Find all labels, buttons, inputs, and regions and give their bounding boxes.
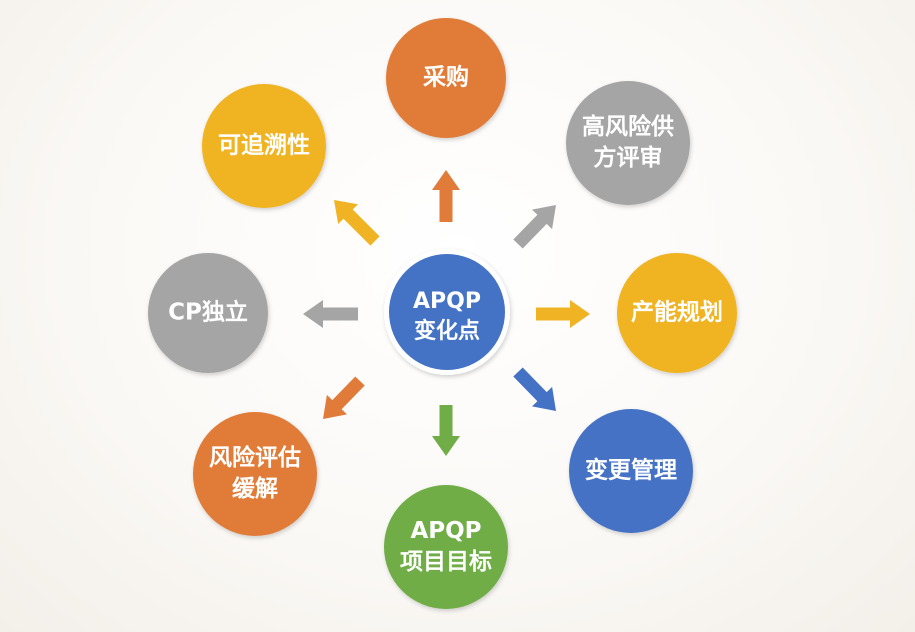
node-circle-apqp-project-goals bbox=[384, 485, 508, 609]
node-circle-risk-assessment-mitigation bbox=[193, 412, 317, 536]
node-label-apqp-project-goals-line-1: APQP bbox=[410, 518, 481, 544]
arrow-to-change-management bbox=[513, 367, 556, 411]
node-label-procurement-line-1: 采购 bbox=[423, 65, 469, 91]
node-procurement: 采购 bbox=[386, 18, 506, 138]
node-label-high-risk-supplier-review-line-2: 方评审 bbox=[594, 144, 663, 171]
node-circle-change-management bbox=[569, 409, 693, 533]
node-label-risk-assessment-mitigation-line-1: 风险评估 bbox=[209, 444, 301, 471]
arrow-to-high-risk-supplier-review bbox=[513, 205, 556, 249]
center-label-line-2: 变化点 bbox=[414, 318, 480, 344]
node-circle-capacity-planning bbox=[617, 253, 737, 373]
node-label-high-risk-supplier-review-line-1: 高风险供 bbox=[582, 113, 674, 140]
node-label-traceability-line-1: 可追溯性 bbox=[218, 132, 310, 159]
center-circle bbox=[389, 254, 505, 370]
arrow-to-apqp-project-goals bbox=[432, 405, 460, 456]
node-cp-independence: CP独立 bbox=[148, 253, 268, 373]
arrow-to-procurement bbox=[432, 170, 460, 222]
node-circle-procurement bbox=[386, 18, 506, 138]
arrow-to-risk-assessment-mitigation bbox=[323, 376, 365, 419]
node-capacity-planning: 产能规划 bbox=[617, 253, 737, 373]
node-label-change-management-line-1: 变更管理 bbox=[585, 457, 677, 484]
arrows-layer bbox=[303, 170, 590, 456]
arrow-to-cp-independence bbox=[303, 300, 358, 328]
node-traceability: 可追溯性 bbox=[202, 84, 326, 208]
center-label-line-1: APQP bbox=[413, 289, 481, 314]
node-label-apqp-project-goals-line-2: 项目目标 bbox=[400, 549, 492, 575]
arrow-to-capacity-planning bbox=[536, 300, 590, 328]
node-circle-cp-independence bbox=[148, 253, 268, 373]
node-label-cp-independence-line-1: CP独立 bbox=[168, 299, 248, 326]
center-node: APQP 变化点 bbox=[384, 249, 510, 375]
arrow-to-traceability bbox=[334, 200, 380, 246]
node-label-risk-assessment-mitigation-line-2: 缓解 bbox=[232, 475, 278, 502]
node-label-capacity-planning-line-1: 产能规划 bbox=[631, 299, 723, 326]
node-apqp-project-goals: APQP 项目目标 bbox=[384, 485, 508, 609]
node-circle-high-risk-supplier-review bbox=[566, 81, 690, 205]
node-change-management: 变更管理 bbox=[569, 409, 693, 533]
node-circle-traceability bbox=[202, 84, 326, 208]
